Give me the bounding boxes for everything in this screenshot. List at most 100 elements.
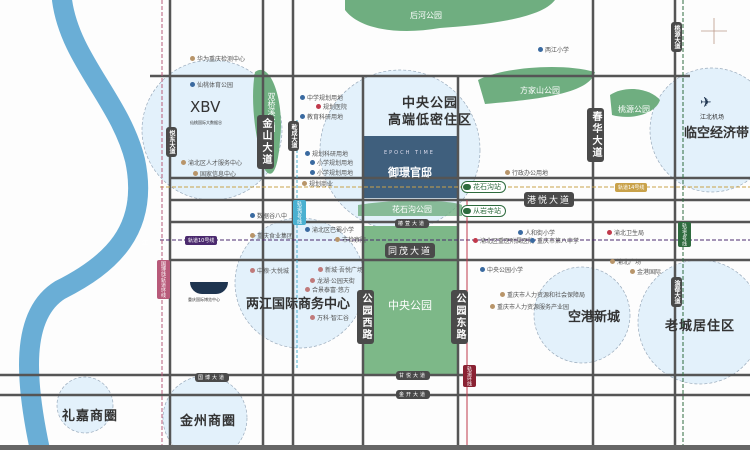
- zone-xbv-circle: [141, 59, 283, 201]
- poi-label: 规划科研用地: [312, 151, 349, 158]
- poi-label: 仙桃体育公园: [197, 82, 234, 89]
- poi-marker: 行政办公用地: [505, 168, 548, 177]
- poi-marker: 教育科研用地: [300, 112, 343, 121]
- poi-dot-icon: [250, 233, 255, 238]
- poi-dot-icon: [335, 237, 340, 242]
- poi-dot-icon: [480, 267, 485, 272]
- poi-label: 华为重庆检测中心: [197, 56, 246, 63]
- poi-dot-icon: [300, 95, 305, 100]
- metro-blue: 轨道5号线: [293, 200, 306, 226]
- project-brand: EPOCH TIME: [384, 150, 435, 156]
- poi-marker: 渝北区重医附属医院: [473, 236, 534, 245]
- poi-label: 重庆市第八中学: [537, 238, 580, 245]
- poi-dot-icon: [302, 181, 307, 186]
- poi-label: 数据谷八中: [257, 213, 288, 220]
- poi-marker: 重庆食业集团: [250, 231, 293, 240]
- poi-marker: 规划商业: [302, 179, 333, 188]
- poi-label: 新城·吾悦广场: [325, 267, 363, 274]
- park-central-label: 中央公园: [388, 299, 432, 312]
- zone-konggang-label: 空港新城: [568, 310, 621, 325]
- poi-label: 两江小学: [545, 47, 570, 54]
- poi-dot-icon: [500, 292, 505, 297]
- zone-linkong-label: 临空经济带: [684, 126, 750, 141]
- poi-marker: 市检察院: [335, 235, 366, 244]
- poi-label: 合景泰富·悠方: [312, 287, 350, 294]
- poi-marker: 规划医院: [316, 102, 347, 111]
- road-tongmao: 同茂大道: [385, 243, 436, 258]
- poi-dot-icon: [505, 170, 510, 175]
- station-label: 从岩寺站: [473, 207, 501, 215]
- station-huashigou[interactable]: 花石沟站: [461, 181, 506, 193]
- poi-marker: 渝北广场: [610, 257, 641, 266]
- road-jinshan: 金山大道: [257, 115, 274, 169]
- poi-label: 中央公园小学: [487, 267, 524, 274]
- poi-label: 行政办公用地: [512, 170, 549, 177]
- poi-marker: 龙湖·公园天街: [310, 276, 355, 285]
- road-gangyue: 港悦大道: [524, 192, 575, 207]
- zone-jinzhou-label: 金州商圈: [180, 414, 237, 429]
- zone-lijia-circle: [56, 376, 114, 434]
- expo-logo: [190, 282, 228, 294]
- poi-label: 小学规划用地: [317, 160, 354, 167]
- station-congyansi[interactable]: 从岩寺站: [461, 205, 506, 217]
- poi-label: 渝北区重医附属医院: [480, 238, 535, 245]
- road-yuedu: 渝都大道: [671, 277, 682, 307]
- poi-marker: 重庆市人力资源服务产业园: [490, 302, 569, 311]
- airplane-icon: ✈: [700, 95, 712, 111]
- road-yuedong: 悦东大道: [166, 127, 177, 157]
- poi-dot-icon: [305, 287, 310, 292]
- poi-label: 渝北区巴蜀小学: [312, 227, 355, 234]
- park-fangjiashan-label: 方家山公园: [520, 86, 560, 95]
- poi-marker: 两江小学: [538, 45, 569, 54]
- poi-label: 重庆市人力资源服务产业园: [497, 304, 570, 311]
- poi-label: 中学规划用地: [307, 95, 344, 102]
- poi-dot-icon: [250, 213, 255, 218]
- project-block: [363, 136, 458, 198]
- poi-dot-icon: [310, 278, 315, 283]
- poi-label: 小学规划用地: [317, 170, 354, 177]
- poi-marker: 小学规划用地: [310, 158, 353, 167]
- poi-dot-icon: [305, 227, 310, 232]
- poi-dot-icon: [190, 82, 195, 87]
- station-label: 花石沟站: [473, 183, 501, 191]
- poi-dot-icon: [305, 151, 310, 156]
- expo-label: 重庆国际博览中心: [188, 297, 220, 302]
- poi-dot-icon: [610, 259, 615, 264]
- poi-dot-icon: [630, 269, 635, 274]
- park-shuangqiao-label: 双桥溪公园: [267, 92, 276, 132]
- poi-label: 渝北区人才服务中心: [188, 160, 243, 167]
- poi-marker: 重庆市第八中学: [530, 236, 579, 245]
- poi-marker: 重庆市人力资源和社会保障局: [500, 290, 585, 299]
- zone-lianjiang-label: 两江国际商务中心: [246, 297, 351, 312]
- poi-dot-icon: [518, 230, 523, 235]
- poi-marker: 中央公园小学: [480, 265, 523, 274]
- poi-dot-icon: [181, 160, 186, 165]
- metro-icon: [463, 208, 471, 214]
- metro-red: 轨道环线: [463, 365, 476, 387]
- poi-marker: 万科·智汇谷: [310, 313, 349, 322]
- poi-label: 人和街小学: [525, 230, 556, 237]
- zone-laocheng-label: 老城居住区: [665, 319, 736, 334]
- poi-label: 市检察院: [342, 237, 367, 244]
- poi-dot-icon: [538, 47, 543, 52]
- poi-label: 规划医院: [323, 104, 348, 111]
- road-qiancheng: 乾成大道: [288, 121, 299, 151]
- poi-marker: 仙桃体育公园: [190, 80, 233, 89]
- road-gongyuanxi: 公园西路: [357, 290, 374, 344]
- road-guobo: 国博大道: [195, 373, 230, 382]
- poi-marker: 华为重庆检测中心: [190, 54, 245, 63]
- river-label: 江: [142, 240, 149, 247]
- poi-label: 重庆市人力资源和社会保障局: [507, 292, 586, 299]
- poi-label: 渝北卫生局: [614, 230, 645, 237]
- zone-konggang-circle: [533, 266, 631, 364]
- poi-dot-icon: [193, 171, 198, 176]
- poi-marker: 数据谷八中: [250, 211, 287, 220]
- airport-label: 江北机场: [700, 114, 725, 121]
- xbv-sub: 仙桃国际大数据谷: [190, 120, 222, 125]
- poi-dot-icon: [310, 315, 315, 320]
- poi-label: 教育科研用地: [307, 114, 344, 121]
- poi-marker: 合景泰富·悠方: [305, 285, 350, 294]
- metro-line4: 轨道4号线: [678, 222, 691, 248]
- park-taoyuan: [610, 88, 660, 117]
